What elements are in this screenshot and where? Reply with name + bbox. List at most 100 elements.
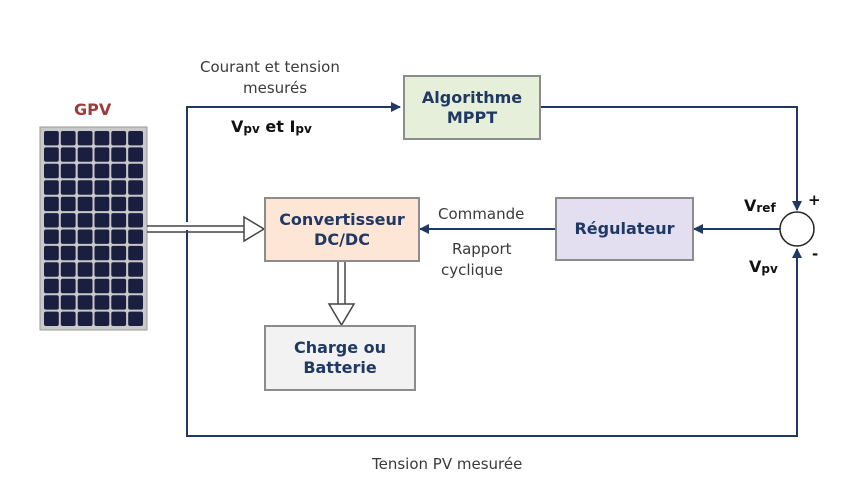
pv-cell bbox=[78, 230, 93, 244]
pv-cell bbox=[78, 131, 93, 145]
pv-cell bbox=[111, 230, 126, 244]
pv-cell bbox=[44, 230, 59, 244]
pv-cell bbox=[44, 180, 59, 194]
pv-cell bbox=[78, 295, 93, 309]
vref-label: Vref bbox=[744, 196, 776, 215]
mppt-block: Algorithme MPPT bbox=[403, 75, 541, 140]
minus-sign: - bbox=[812, 245, 818, 263]
pv-cell bbox=[95, 213, 110, 227]
converter-line1: Convertisseur bbox=[279, 210, 405, 230]
pv-cell bbox=[61, 180, 76, 194]
pv-cell bbox=[61, 279, 76, 293]
pv-cell bbox=[61, 312, 76, 326]
tension-pv-label: Tension PV mesurée bbox=[372, 455, 522, 473]
pv-cell bbox=[111, 279, 126, 293]
pv-cell bbox=[111, 131, 126, 145]
pv-cell bbox=[61, 213, 76, 227]
pv-cell bbox=[111, 164, 126, 178]
pv-cell bbox=[128, 295, 143, 309]
vpv-label: Vpv bbox=[749, 257, 778, 276]
power-arrow-to-converter bbox=[147, 217, 264, 241]
pv-cell bbox=[128, 246, 143, 260]
mppt-line1: Algorithme bbox=[422, 88, 522, 108]
pv-cell bbox=[78, 213, 93, 227]
pv-cell bbox=[78, 279, 93, 293]
pv-cell bbox=[44, 197, 59, 211]
panel-title: GPV bbox=[74, 100, 111, 119]
pv-cell bbox=[78, 197, 93, 211]
pv-cell bbox=[95, 131, 110, 145]
pv-cell bbox=[78, 312, 93, 326]
pv-cell bbox=[95, 279, 110, 293]
pv-cell bbox=[111, 213, 126, 227]
commande-label: Commande bbox=[438, 205, 524, 223]
pv-cell bbox=[61, 295, 76, 309]
pv-cell bbox=[111, 180, 126, 194]
pv-cell bbox=[61, 147, 76, 161]
pv-cell bbox=[78, 180, 93, 194]
pv-cell bbox=[44, 147, 59, 161]
summing-junction bbox=[780, 212, 814, 246]
pv-cell bbox=[128, 164, 143, 178]
pv-cell bbox=[44, 213, 59, 227]
pv-cell bbox=[95, 147, 110, 161]
pv-cell bbox=[61, 131, 76, 145]
pv-cell bbox=[111, 312, 126, 326]
pv-cell bbox=[128, 262, 143, 276]
pv-cell bbox=[128, 197, 143, 211]
pv-cell bbox=[78, 147, 93, 161]
pv-cell bbox=[95, 164, 110, 178]
pv-cell bbox=[95, 197, 110, 211]
pv-cell bbox=[78, 262, 93, 276]
pv-cell bbox=[44, 295, 59, 309]
pv-cell bbox=[128, 279, 143, 293]
pv-cell bbox=[61, 246, 76, 260]
load-line2: Batterie bbox=[303, 358, 376, 378]
pv-cell bbox=[78, 246, 93, 260]
pv-cell bbox=[95, 230, 110, 244]
pv-cell bbox=[78, 164, 93, 178]
pv-cell bbox=[128, 312, 143, 326]
pv-panel bbox=[40, 127, 147, 330]
vpv-ipv-label: Vpv et Ipv bbox=[231, 117, 312, 136]
pv-cell bbox=[44, 312, 59, 326]
pv-cell bbox=[44, 246, 59, 260]
load-line1: Charge ou bbox=[294, 338, 386, 358]
pv-cell bbox=[111, 197, 126, 211]
pv-cell bbox=[95, 312, 110, 326]
pv-cell bbox=[61, 164, 76, 178]
measured-label-line1: Courant et tension bbox=[200, 58, 340, 76]
pv-cell bbox=[61, 197, 76, 211]
pv-cell bbox=[61, 262, 76, 276]
rapport-label-line2: cyclique bbox=[441, 261, 503, 279]
converter-block: Convertisseur DC/DC bbox=[264, 197, 420, 262]
pv-cell bbox=[128, 147, 143, 161]
mppt-line2: MPPT bbox=[447, 108, 497, 128]
pv-cell bbox=[111, 295, 126, 309]
load-block: Charge ou Batterie bbox=[264, 325, 416, 391]
pv-cell bbox=[95, 262, 110, 276]
converter-line2: DC/DC bbox=[314, 230, 370, 250]
pv-cell bbox=[128, 213, 143, 227]
pv-cell bbox=[128, 230, 143, 244]
pv-cell bbox=[95, 246, 110, 260]
regulator-block: Régulateur bbox=[555, 197, 694, 261]
pv-cell bbox=[44, 164, 59, 178]
pv-cell bbox=[61, 230, 76, 244]
pv-cell bbox=[95, 295, 110, 309]
pv-cell bbox=[44, 279, 59, 293]
pv-cell bbox=[128, 180, 143, 194]
plus-sign: + bbox=[808, 191, 821, 209]
pv-cell bbox=[44, 131, 59, 145]
pv-cell bbox=[111, 262, 126, 276]
pv-cell bbox=[44, 262, 59, 276]
pv-cell bbox=[128, 131, 143, 145]
regulator-label: Régulateur bbox=[574, 219, 674, 239]
measured-label-line2: mesurés bbox=[243, 79, 307, 97]
pv-cell bbox=[95, 180, 110, 194]
wire-mppt-to-sum bbox=[541, 107, 797, 210]
rapport-label-line1: Rapport bbox=[452, 240, 512, 258]
power-arrow-to-load bbox=[329, 262, 354, 325]
pv-cell bbox=[111, 147, 126, 161]
